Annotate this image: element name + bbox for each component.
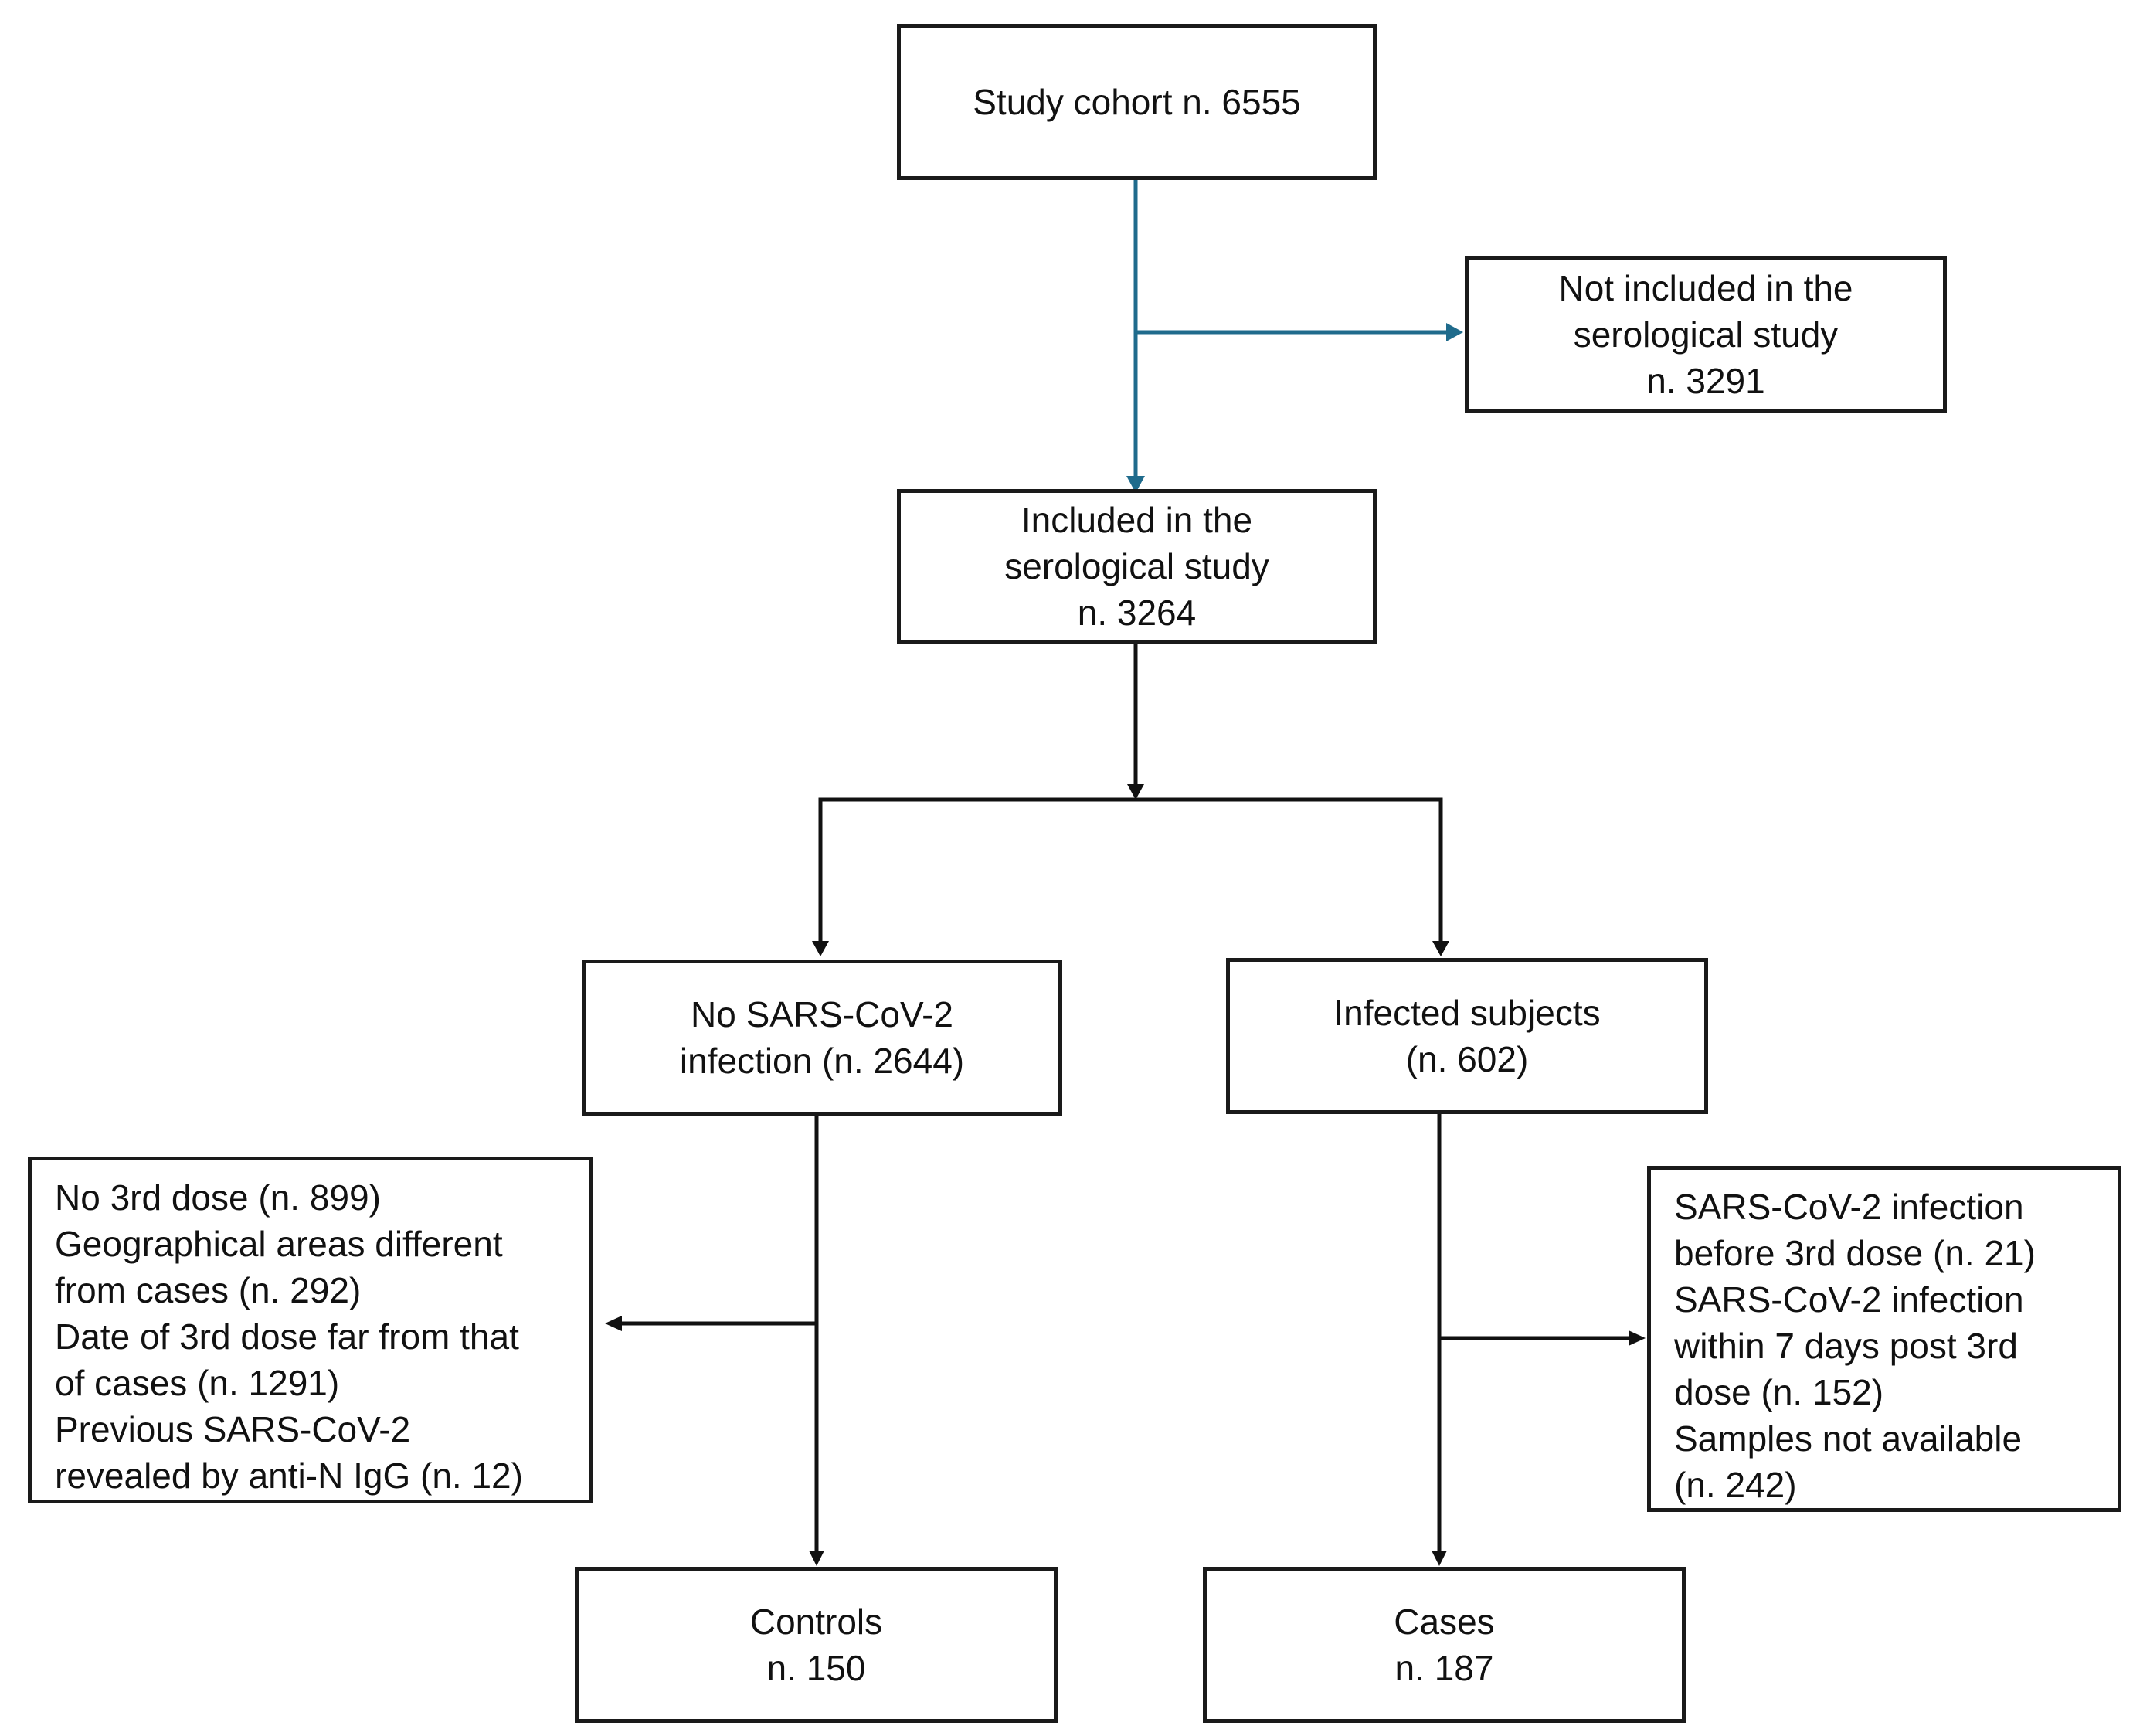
not-included-line-1: Not included in the xyxy=(1558,267,1853,308)
exclusions-controls-box: No 3rd dose (n. 899) Geographical areas … xyxy=(28,1157,593,1503)
no-infection-box: No SARS-CoV-2 infection (n. 2644) xyxy=(582,960,1062,1116)
exclusions-cases-line-4: within 7 days post 3rd xyxy=(1674,1326,2018,1366)
exclusions-cases-line-1: SARS-CoV-2 infection xyxy=(1674,1187,2024,1227)
exclusions-controls-line-5: of cases (n. 1291) xyxy=(55,1363,340,1403)
included-line-1: Included in the xyxy=(1021,500,1253,540)
arrowhead-split xyxy=(1127,784,1144,800)
exclusions-cases-line-7: (n. 242) xyxy=(1674,1465,1797,1505)
exclusions-cases-line-2: before 3rd dose (n. 21) xyxy=(1674,1233,2036,1273)
arrowhead-controls xyxy=(809,1551,824,1566)
study-cohort-box: Study cohort n. 6555 xyxy=(897,24,1377,180)
exclusions-controls-line-6: Previous SARS-CoV-2 xyxy=(55,1409,411,1449)
included-line-2: serological study xyxy=(1004,546,1269,586)
not-included-line-3: n. 3291 xyxy=(1646,360,1765,401)
arrowhead-exclusions-cases xyxy=(1629,1330,1646,1346)
split-bar xyxy=(818,797,1443,949)
no-infection-line-1: No SARS-CoV-2 xyxy=(690,994,953,1034)
arrowhead-infected xyxy=(1432,941,1449,956)
arrowhead-exclusions-controls xyxy=(605,1316,622,1331)
exclusions-controls-line-7: revealed by anti-N IgG (n. 12) xyxy=(55,1456,523,1496)
exclusions-controls-line-3: from cases (n. 292) xyxy=(55,1270,362,1310)
exclusions-cases-line-5: dose (n. 152) xyxy=(1674,1372,1884,1412)
study-cohort-line-1: Study cohort n. 6555 xyxy=(973,82,1301,122)
exclusions-controls-line-1: No 3rd dose (n. 899) xyxy=(55,1177,381,1218)
arrowhead-not-included xyxy=(1446,323,1463,341)
infected-box: Infected subjects (n. 602) xyxy=(1226,958,1708,1114)
controls-line-1: Controls xyxy=(749,1602,883,1642)
included-line-3: n. 3264 xyxy=(1077,593,1197,633)
arrowhead-included xyxy=(1126,476,1145,493)
controls-line-2: n. 150 xyxy=(766,1648,866,1688)
not-included-line-2: serological study xyxy=(1573,314,1839,355)
exclusions-cases-box: SARS-CoV-2 infection before 3rd dose (n.… xyxy=(1647,1166,2121,1512)
exclusions-controls-line-4: Date of 3rd dose far from that xyxy=(55,1316,519,1357)
exclusions-cases-line-6: Samples not available xyxy=(1674,1418,2023,1459)
arrowhead-no-infection xyxy=(812,941,829,956)
no-infection-line-2: infection (n. 2644) xyxy=(679,1041,965,1081)
not-included-box: Not included in the serological study n.… xyxy=(1465,256,1947,413)
exclusions-controls-line-2: Geographical areas different xyxy=(55,1224,503,1264)
infected-line-2: (n. 602) xyxy=(1405,1039,1529,1079)
infected-line-1: Infected subjects xyxy=(1333,993,1601,1033)
exclusions-cases-line-3: SARS-CoV-2 infection xyxy=(1674,1279,2024,1320)
cases-line-2: n. 187 xyxy=(1394,1648,1494,1688)
cases-box: Cases n. 187 xyxy=(1203,1567,1686,1723)
arrowhead-cases xyxy=(1432,1551,1447,1566)
controls-box: Controls n. 150 xyxy=(575,1567,1058,1723)
included-box: Included in the serological study n. 326… xyxy=(897,489,1377,644)
cases-line-1: Cases xyxy=(1394,1602,1495,1642)
